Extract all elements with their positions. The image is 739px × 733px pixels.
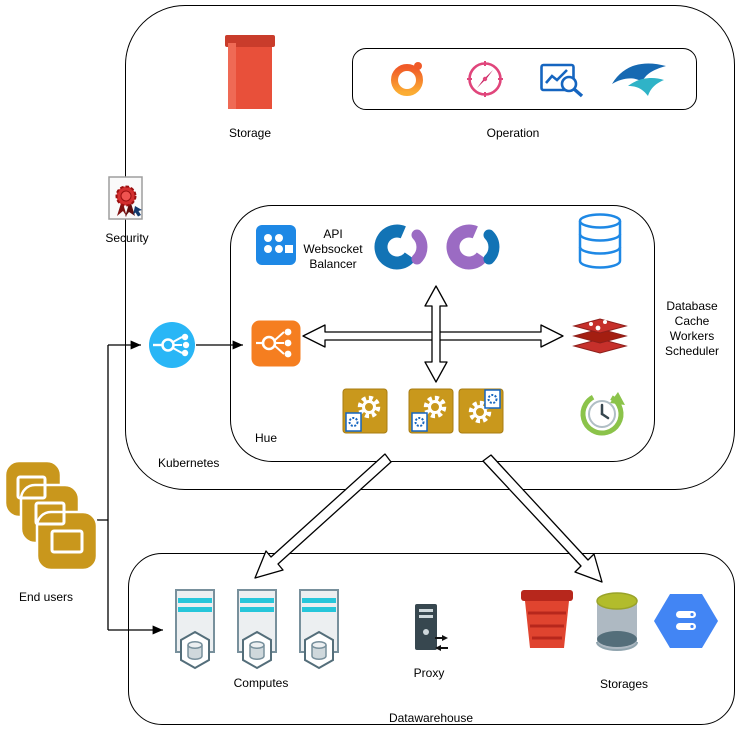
datawarehouse-label: Datawarehouse [388,711,474,725]
api-balancer-label: API Websocket Balancer [293,227,373,272]
services-label-line: Workers [669,329,715,343]
end-users-label: End users [18,590,74,604]
compute-server-icon [237,589,277,670]
security-label: Security [105,231,149,245]
services-label: Database Cache Workers Scheduler [650,299,734,359]
scheduler-icon [580,392,625,436]
grafana-icon [391,62,423,96]
end-users-icon [4,460,98,572]
api-balancer-icon [256,225,296,265]
security-icon [108,176,143,220]
proxy-label: Proxy [413,666,445,680]
hue-logo-icon [446,224,500,270]
storage-label: Storage [228,126,272,140]
storage-icon [225,35,275,109]
storages-label: Storages [599,677,649,691]
api-balancer-label-line: Websocket [303,242,363,256]
kubernetes-container [125,5,735,490]
worker-icon [408,388,454,434]
cloud-db-icon [654,594,718,648]
worker-icon [458,388,504,434]
s3-bucket-icon [521,590,573,648]
services-label-line: Cache [674,314,710,328]
compute-server-icon [175,589,215,670]
hue-label: Hue [255,431,278,445]
compass-icon [467,61,503,97]
database-icon [578,213,622,269]
proxy-icon [415,604,448,651]
compute-server-icon [299,589,339,670]
hue-container [230,205,655,462]
load-balancer-icon [149,322,195,368]
services-label-line: Scheduler [664,344,720,358]
worker-icon [342,388,388,434]
bird-icon [612,63,666,96]
computes-label: Computes [233,676,289,690]
hue-logo-icon [374,224,428,270]
router-icon [251,320,301,367]
operation-label: Operation [486,126,540,140]
kubernetes-label: Kubernetes [158,456,220,470]
datawarehouse-container [128,553,735,725]
operation-container [352,48,697,110]
api-balancer-label-line: Balancer [309,257,357,271]
services-label-line: Database [666,299,718,313]
monitoring-icon [540,63,584,98]
redis-icon [572,318,628,354]
api-balancer-label-line: API [323,227,343,241]
end-users-connector-line [97,345,109,630]
disk-icon [596,592,638,651]
